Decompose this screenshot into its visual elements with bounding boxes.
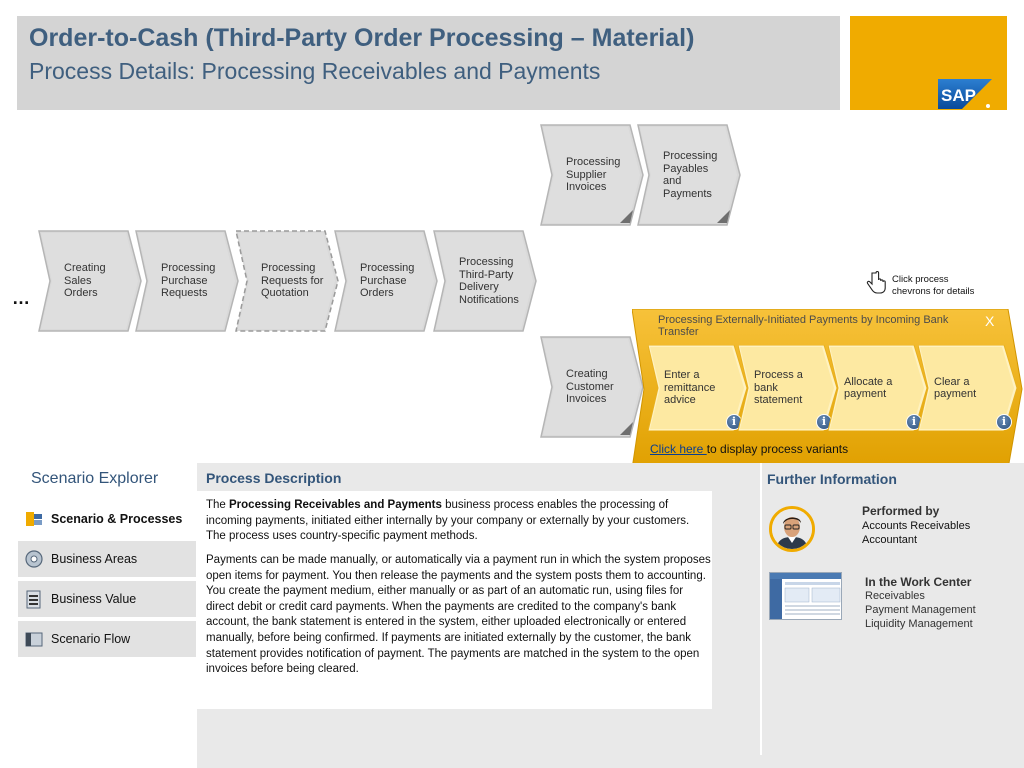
business-areas-icon — [25, 550, 43, 568]
work-center-item[interactable]: Receivables — [865, 590, 925, 602]
business-value-icon — [26, 590, 41, 609]
work-center-item[interactable]: Payment Management — [865, 604, 976, 616]
page-title: Order-to-Cash (Third-Party Order Process… — [29, 24, 695, 52]
hint-text-line2: chevrons for details — [892, 286, 975, 297]
scenario-explorer-item-label: Business Areas — [51, 552, 138, 566]
flow-continuation-ellipsis: … — [12, 288, 30, 308]
svg-text:SAP: SAP — [941, 86, 976, 105]
logo-panel: SAP — [850, 16, 1007, 110]
header-banner: Order-to-Cash (Third-Party Order Process… — [17, 16, 840, 110]
performed-by-value: Accounts Receivables Accountant — [862, 520, 971, 546]
scenario-explorer-item-label: Scenario & Processes — [51, 512, 183, 526]
scenario-explorer-title: Scenario Explorer — [31, 470, 159, 487]
process-description-section: Process Description The Processing Recei… — [197, 463, 760, 768]
detail-panel-title: Processing Externally-Initiated Payments… — [658, 314, 949, 338]
close-icon[interactable]: X — [985, 313, 995, 329]
process-variants-link[interactable]: Click here — [650, 442, 707, 456]
scenario-explorer-item-label: Scenario Flow — [51, 632, 131, 646]
sap-logo: SAP — [938, 79, 992, 109]
expand-corner-icon — [717, 210, 730, 223]
hint-text-line1: Click process — [892, 274, 949, 285]
person-icon — [772, 509, 812, 549]
scenario-explorer-item[interactable]: Business Areas — [18, 541, 196, 579]
accountant-avatar — [769, 506, 815, 552]
scenario-flow-icon — [25, 632, 43, 647]
scenario-explorer-item-label: Business Value — [51, 592, 137, 606]
process-detail-panel: Processing Externally-Initiated Payments… — [632, 309, 1024, 469]
scenario-explorer-item[interactable]: Scenario Flow — [18, 621, 196, 659]
process-description-body: The Processing Receivables and Payments … — [197, 491, 712, 709]
scenario-explorer-item[interactable]: Scenario & Processes — [18, 501, 196, 539]
process-variants-text: to display process variants — [706, 442, 849, 456]
expand-corner-icon — [620, 422, 633, 435]
chevron-hint: Click process chevrons for details — [866, 270, 996, 300]
description-paragraph-1: The Processing Receivables and Payments … — [206, 499, 690, 543]
further-information-section: Further Information Performed by Account… — [760, 463, 1024, 768]
scenario-explorer-item[interactable]: Business Value — [18, 581, 196, 619]
hand-pointer-icon — [866, 270, 886, 294]
process-name-bold: Processing Receivables and Payments — [229, 499, 442, 511]
section-divider — [760, 463, 762, 755]
performed-by-label: Performed by — [862, 504, 940, 518]
work-center-item[interactable]: Liquidity Management — [865, 618, 973, 630]
work-center-screenshot-icon — [770, 573, 841, 619]
process-description-title: Process Description — [206, 470, 342, 486]
info-icon[interactable]: i — [996, 414, 1012, 430]
description-paragraph-2: Payments can be made manually, or automa… — [206, 554, 711, 676]
expand-corner-icon — [620, 210, 633, 223]
work-center-label: In the Work Center — [865, 575, 972, 589]
page-subtitle: Process Details: Processing Receivables … — [29, 58, 601, 84]
scenario-processes-icon — [26, 512, 42, 526]
further-information-title: Further Information — [767, 471, 897, 487]
work-center-thumbnail[interactable] — [769, 572, 842, 620]
process-variants-line: Click here to display process variants — [650, 442, 848, 456]
